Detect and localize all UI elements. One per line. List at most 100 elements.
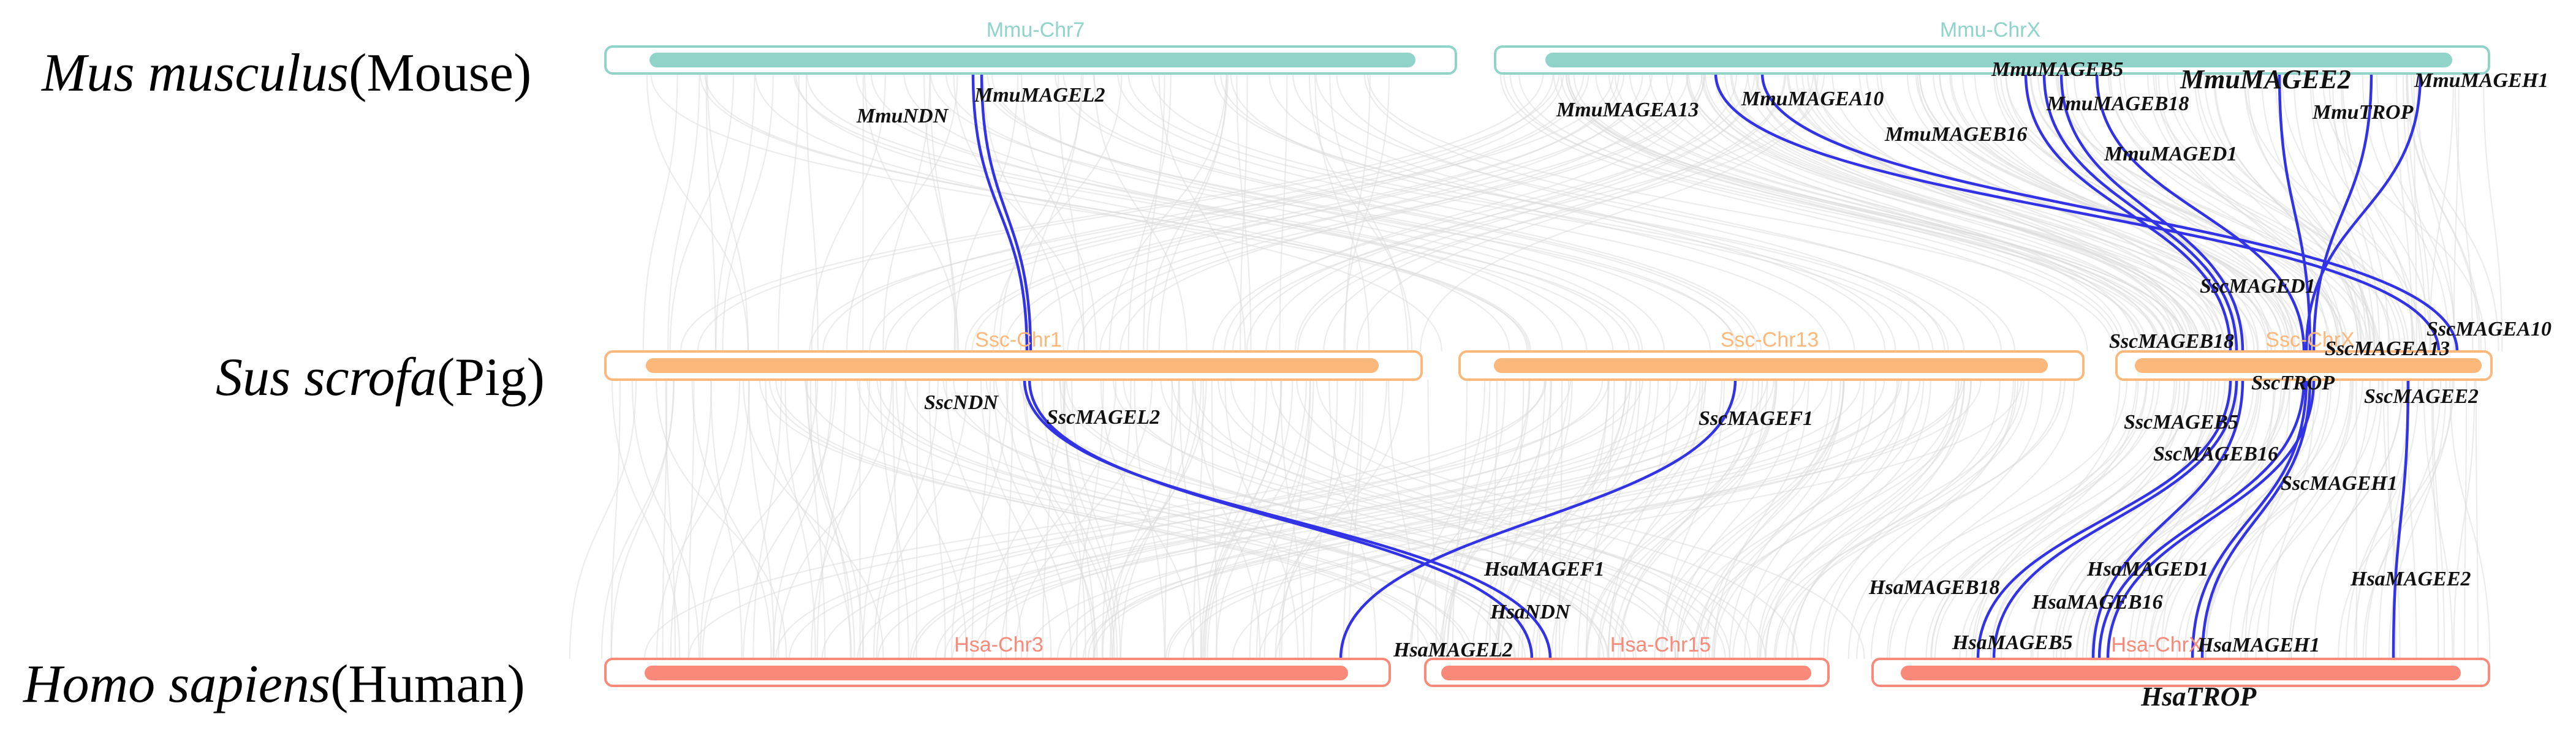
background-link xyxy=(1888,379,2147,660)
gene-label-mmumagea10: MmuMAGEA10 xyxy=(1741,88,1884,110)
background-link xyxy=(1315,73,2015,352)
background-link xyxy=(1212,73,1749,352)
background-link xyxy=(752,379,782,660)
background-link xyxy=(822,73,1554,352)
background-link xyxy=(1230,73,1855,352)
gene-label-sscmagea13: SscMAGEA13 xyxy=(2325,337,2450,360)
chromosome-ssc-chr1: Ssc-Chr1 xyxy=(604,328,1423,381)
background-link xyxy=(2176,379,2363,660)
background-link xyxy=(1773,379,2029,660)
background-link xyxy=(1108,73,1227,352)
link-mageb5-pig-human xyxy=(1976,379,2232,660)
chromosome-bar xyxy=(645,666,1348,680)
background-link xyxy=(1224,73,1705,352)
background-link xyxy=(2055,73,2380,352)
background-link xyxy=(2311,73,2421,352)
background-link xyxy=(1904,379,2160,660)
gene-label-sscmageb18: SscMAGEB18 xyxy=(2109,330,2234,353)
background-link xyxy=(2134,379,2262,660)
link-magea10-mouse-pig xyxy=(1760,73,2459,352)
background-link xyxy=(1760,379,2066,660)
background-link xyxy=(2255,379,2354,660)
background-link xyxy=(1535,379,1691,660)
background-link xyxy=(775,379,1545,660)
background-link xyxy=(680,73,1544,352)
background-link xyxy=(743,379,884,660)
background-link xyxy=(705,73,716,352)
background-link xyxy=(643,379,1547,660)
link-ndn-mouse-pig xyxy=(971,73,1029,352)
background-link xyxy=(892,379,900,660)
background-link xyxy=(2406,73,2482,352)
background-link xyxy=(2365,379,2442,660)
chromosome-hsa-chr15: Hsa-Chr15 xyxy=(1424,633,1830,687)
background-link xyxy=(1660,379,1768,660)
background-link xyxy=(1887,379,2075,660)
species-name-pig: Sus scrofa xyxy=(216,348,437,407)
background-link xyxy=(754,73,1442,352)
background-link xyxy=(1795,73,2191,352)
background-link xyxy=(2313,379,2383,660)
background-link xyxy=(610,379,675,660)
background-link xyxy=(2073,73,2310,352)
gene-label-sscmaged1: SscMAGED1 xyxy=(2200,275,2316,298)
gene-label-mmumagel2: MmuMAGEL2 xyxy=(974,84,1105,107)
background-link xyxy=(775,379,1448,660)
background-link xyxy=(1990,379,2204,660)
gene-label-mmumagea13: MmuMAGEA13 xyxy=(1556,99,1699,121)
background-link xyxy=(1595,73,2149,352)
background-link xyxy=(862,379,906,660)
background-link xyxy=(877,379,1744,660)
background-link xyxy=(1232,73,1814,352)
background-link xyxy=(2475,379,2479,660)
species-label-human: Homo sapiens(Human) xyxy=(23,655,525,714)
background-link xyxy=(1026,379,1862,660)
background-link xyxy=(1336,73,1945,352)
link-mageb16-mouse-pig xyxy=(2059,73,2245,352)
background-link xyxy=(795,73,1510,352)
link-maged1-pig-human xyxy=(2097,379,2306,660)
background-link xyxy=(1314,73,1370,352)
background-link xyxy=(1329,73,1409,352)
background-link xyxy=(2411,73,2499,352)
background-link xyxy=(964,73,1625,352)
background-link xyxy=(765,379,852,660)
species-label-mouse: Mus musculus(Mouse) xyxy=(40,43,531,103)
link-mageb16-pig-human xyxy=(2091,379,2245,660)
background-link xyxy=(2166,73,2401,352)
background-link xyxy=(1555,379,1609,660)
background-link xyxy=(704,73,1528,352)
background-link xyxy=(1316,379,1865,660)
background-link xyxy=(1787,73,2268,352)
background-link xyxy=(1775,379,2062,660)
background-link xyxy=(1117,73,1830,352)
background-link xyxy=(2293,73,2368,352)
background-link xyxy=(1521,379,1610,660)
chromosome-bar xyxy=(646,358,1379,373)
gene-label-mmumaged1: MmuMAGED1 xyxy=(2104,143,2237,165)
background-link xyxy=(1686,73,2138,352)
background-link xyxy=(1093,73,1762,352)
chromosome-label: Ssc-Chr13 xyxy=(1721,328,1819,351)
species-common-human: (Human) xyxy=(330,655,525,714)
background-link xyxy=(2429,73,2455,352)
background-link xyxy=(1297,73,1825,352)
background-link xyxy=(1990,379,2175,660)
background-link xyxy=(768,379,1431,660)
background-link xyxy=(882,73,931,352)
background-link xyxy=(1649,73,2159,352)
background-link xyxy=(1561,379,1707,660)
background-link xyxy=(869,73,1564,352)
chromosome-bar xyxy=(1545,53,2452,67)
background-link xyxy=(1497,379,1525,660)
background-link xyxy=(748,379,775,660)
background-link xyxy=(1664,379,1845,660)
background-link xyxy=(2431,379,2439,660)
background-link xyxy=(805,73,819,352)
link-trop-pig-human xyxy=(2106,379,2316,660)
background-link xyxy=(1792,379,1960,660)
gene-label-hsamaged1: HsaMAGED1 xyxy=(2086,558,2208,581)
chromosome-mmu-chrx: Mmu-ChrX xyxy=(1494,18,2490,75)
background-link xyxy=(2110,73,2339,352)
background-link xyxy=(804,379,1474,660)
